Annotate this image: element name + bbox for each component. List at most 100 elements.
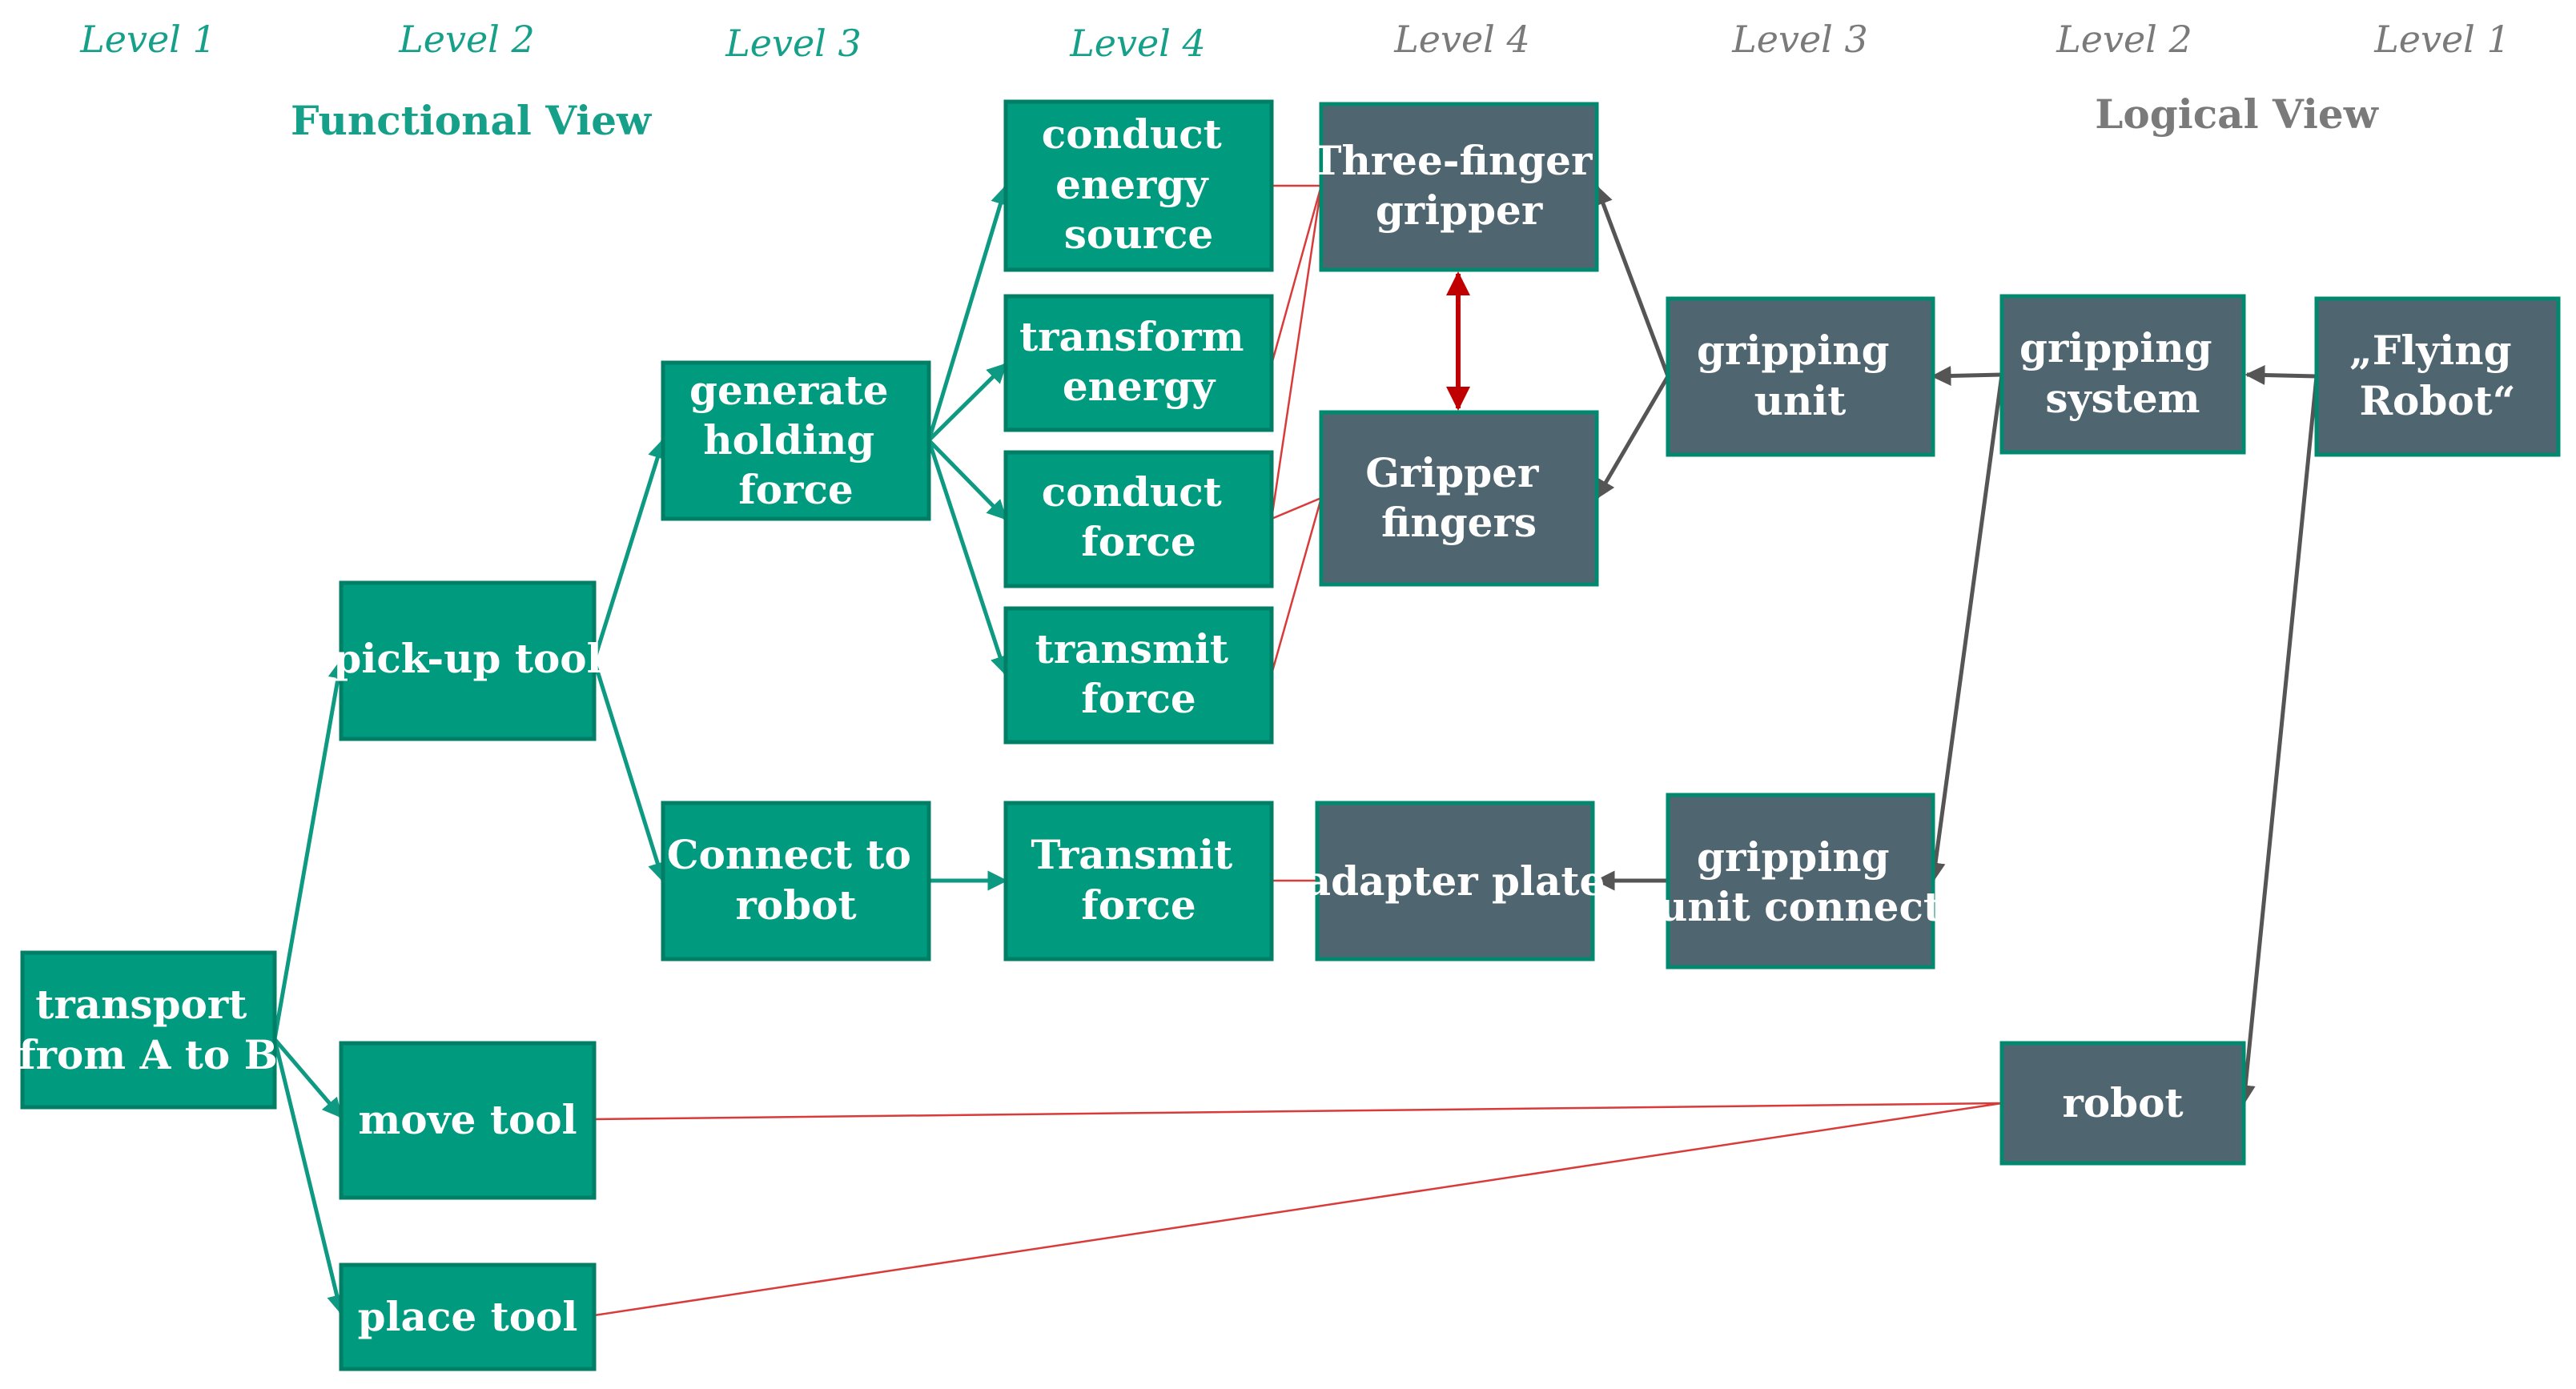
node-generate-box (661, 360, 931, 521)
label-gripper-fingers-line-1: Gripper (1365, 449, 1539, 496)
functional-level-3-label: Level 3 (725, 22, 862, 65)
label-three-finger: Three-finger gripper (1312, 137, 1606, 234)
label-conduct-energy-line-3: source (1064, 211, 1213, 258)
label-gripping-unit: gripping unit (1697, 327, 1903, 424)
trace-transform-to-three-finger (1270, 185, 1323, 365)
arrow-transport-to-place (272, 1038, 347, 1315)
label-unit-connect-line-2: unit connect (1658, 883, 1942, 930)
trace-move-to-robot (593, 1102, 2003, 1121)
functional-level-2-label: Level 2 (398, 18, 535, 61)
label-gripping-system-line-1: gripping (2019, 324, 2212, 371)
arrow-flying-robot-to-gripping-system (2244, 365, 2317, 386)
label-transmit-force: transmit force (1035, 625, 1243, 722)
label-transmit-force2-line-2: force (1081, 881, 1196, 929)
logical-level-4-label: Level 4 (1393, 18, 1530, 61)
arrow-generate-to-transform (927, 363, 1007, 442)
label-transmit-force-line-2: force (1081, 675, 1196, 722)
arrow-pickup-to-connect (592, 660, 668, 883)
logical-arrows (1593, 184, 2319, 1106)
node-robot-box (1999, 1041, 2246, 1166)
label-flying-robot-line-2: Robot“ (2359, 377, 2515, 424)
label-place: place tool (358, 1293, 578, 1340)
logical-level-1-label: Level 1 (2373, 18, 2510, 61)
label-pickup: pick-up tool (333, 635, 601, 682)
arrow-generate-to-transmit-force (926, 440, 1010, 676)
node-transmit-force2-box (1003, 801, 1274, 961)
label-transport-line-2: from A to B (18, 1031, 278, 1078)
label-gripping-unit-line-1: gripping (1697, 327, 1890, 374)
functional-view-title: Functional View (291, 97, 653, 144)
node-gripping-unit-box (1666, 296, 1935, 457)
label-place-line-1: place tool (358, 1293, 578, 1340)
label-conduct-force-line-1: conduct (1042, 468, 1222, 516)
label-conduct-energy: conduct energy source (1042, 110, 1236, 258)
label-transmit-force-line-1: transmit (1035, 625, 1228, 672)
node-place-box (339, 1263, 597, 1371)
functional-arrows (272, 184, 1011, 1315)
arrow-flying-robot-to-robot (2235, 375, 2319, 1106)
node-gripper-fingers-box (1319, 410, 1599, 587)
label-unit-connect: gripping unit connect (1658, 833, 1942, 930)
label-unit-connect-line-1: gripping (1697, 833, 1890, 881)
label-move-line-1: move tool (358, 1096, 577, 1143)
functional-level-1-label: Level 1 (79, 18, 216, 61)
trace-lines (593, 184, 2003, 1317)
label-pickup-line-1: pick-up tool (333, 635, 601, 682)
arrow-transport-to-move (273, 1038, 343, 1118)
trace-transmit-force-to-gripper-fingers (1270, 497, 1323, 675)
label-gripping-system: gripping system (2019, 324, 2226, 422)
label-connect-line-1: Connect to (667, 831, 911, 878)
label-flying-robot: „Flying Robot“ (2349, 327, 2526, 424)
label-gripping-unit-line-2: unit (1754, 377, 1847, 424)
label-conduct-energy-line-1: conduct (1042, 110, 1222, 158)
label-generate-line-1: generate (689, 367, 889, 414)
logical-nodes (1315, 102, 2561, 1166)
label-transform-line-1: transform (1019, 313, 1244, 360)
arrow-gripping-unit-to-gripper-fingers (1594, 375, 1670, 500)
node-transmit-force-box (1003, 606, 1274, 745)
label-transmit-force2: Transmit force (1031, 831, 1246, 929)
label-connect-line-2: robot (735, 881, 856, 929)
arrow-generate-to-conduct-force (927, 439, 1007, 520)
functional-level-4-label: Level 4 (1069, 22, 1206, 65)
label-generate-line-3: force (738, 466, 853, 513)
label-transform-line-2: energy (1063, 363, 1216, 410)
node-connect-box (661, 801, 931, 961)
trace-conduct-force-to-three-finger (1270, 185, 1323, 520)
label-transmit-force2-line-1: Transmit (1031, 831, 1232, 878)
node-transform-box (1003, 294, 1274, 432)
label-conduct-force: conduct force (1042, 468, 1236, 565)
logical-level-3-label: Level 3 (1731, 18, 1868, 61)
node-labels: transport from A to B pick-up tool move … (18, 110, 2526, 1340)
trace-conduct-force-to-gripper-fingers (1271, 496, 1322, 520)
arrow-gripping-system-to-gripping-unit (1931, 365, 2003, 386)
label-robot: robot (2062, 1079, 2183, 1126)
label-connect: Connect to robot (667, 831, 925, 929)
arrow-gripping-unit-to-three-finger (1593, 184, 1670, 377)
trace-place-to-robot (593, 1102, 2003, 1317)
node-three-finger-box (1319, 102, 1599, 272)
label-generate: generate holding force (689, 367, 902, 513)
label-transport-line-1: transport (35, 981, 247, 1028)
node-pickup-box (339, 580, 597, 741)
node-flying-robot-box (2314, 296, 2561, 457)
label-gripping-system-line-2: system (2045, 375, 2200, 422)
node-conduct-force-box (1003, 450, 1274, 588)
arrow-generate-to-conduct-energy (926, 184, 1011, 441)
label-generate-line-2: holding (703, 416, 874, 464)
node-unit-connect-box (1666, 793, 1935, 969)
node-gripping-system-box (1999, 294, 2246, 455)
node-transport-box (20, 950, 277, 1110)
label-gripper-fingers: Gripper fingers (1365, 449, 1553, 546)
label-conduct-force-line-2: force (1081, 518, 1196, 565)
node-move-box (339, 1041, 597, 1200)
label-adapter: adapter plate (1305, 857, 1605, 905)
label-transform: transform energy (1019, 313, 1258, 410)
logical-view-title: Logical View (2095, 90, 2379, 138)
label-transport: transport from A to B (18, 981, 278, 1078)
label-robot-line-1: robot (2062, 1079, 2183, 1126)
functional-nodes (20, 99, 1274, 1371)
label-three-finger-line-2: gripper (1376, 187, 1543, 234)
arrow-pickup-to-generate (592, 438, 668, 661)
